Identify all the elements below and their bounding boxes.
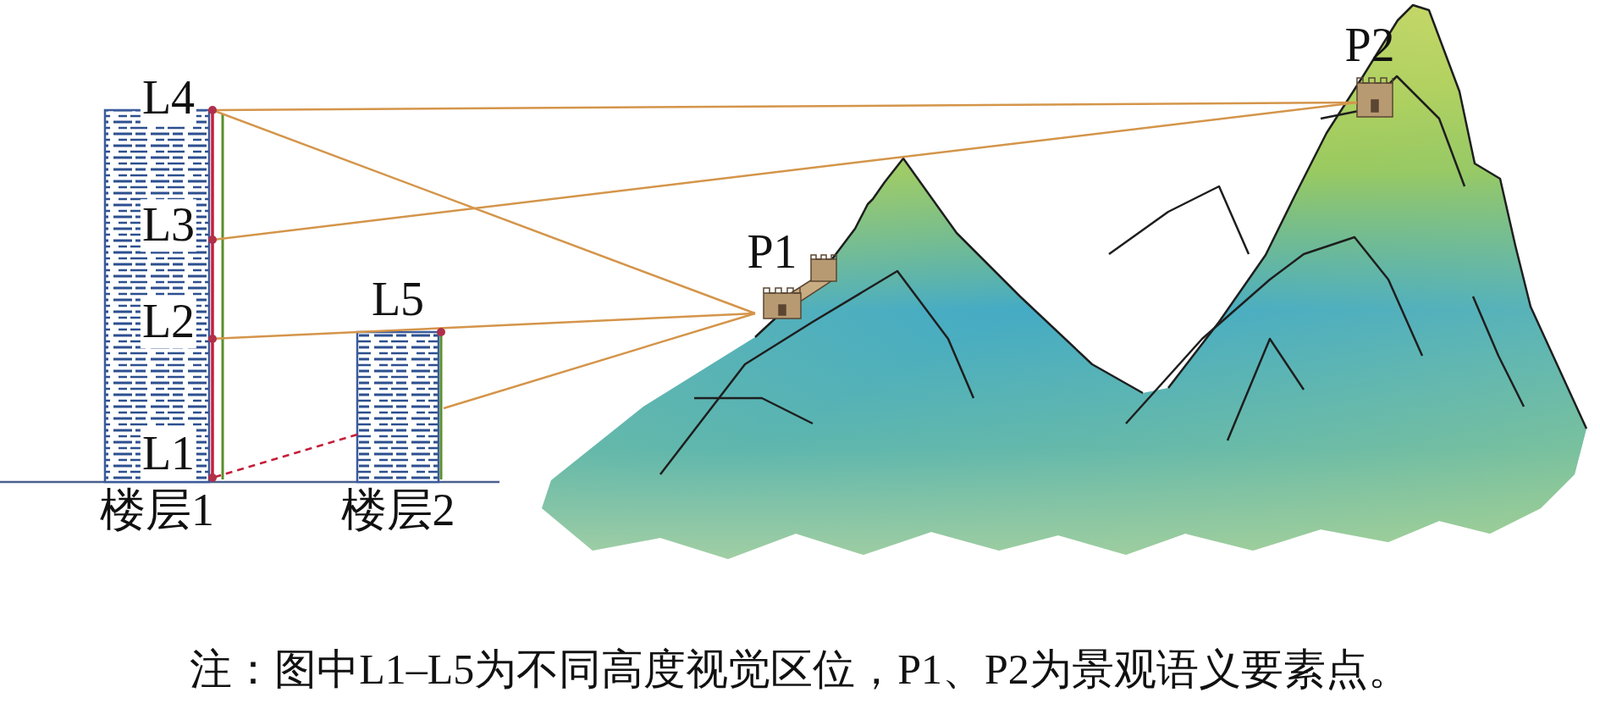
sight-lines xyxy=(212,102,1358,409)
viewpoint-label: L5 xyxy=(369,273,426,326)
height-bar xyxy=(440,331,443,480)
viewpoint-label: L2 xyxy=(140,295,197,348)
landscape-point-label: P2 xyxy=(1342,19,1396,72)
height-bar xyxy=(210,110,215,480)
building-1 xyxy=(104,110,210,482)
landscape-point-label: P1 xyxy=(744,226,799,279)
building-node: 楼层2 xyxy=(357,331,439,482)
great-wall-icon xyxy=(763,77,1393,319)
viewpoint-label: L1 xyxy=(140,427,197,480)
mountains xyxy=(541,5,1587,559)
building-2 xyxy=(357,331,439,482)
figure-note: 注：图中L1–L5为不同高度视觉区位，P1、P2为景观语义要素点。 xyxy=(189,643,1411,695)
viewpoint-label: L4 xyxy=(140,71,197,125)
viewpoint-label: L3 xyxy=(140,198,197,252)
view-points xyxy=(208,105,446,482)
height-bar xyxy=(221,113,225,480)
blocked-sight-line xyxy=(212,434,358,478)
building-caption: 楼层2 xyxy=(341,483,456,536)
building-caption: 楼层1 xyxy=(99,483,215,536)
